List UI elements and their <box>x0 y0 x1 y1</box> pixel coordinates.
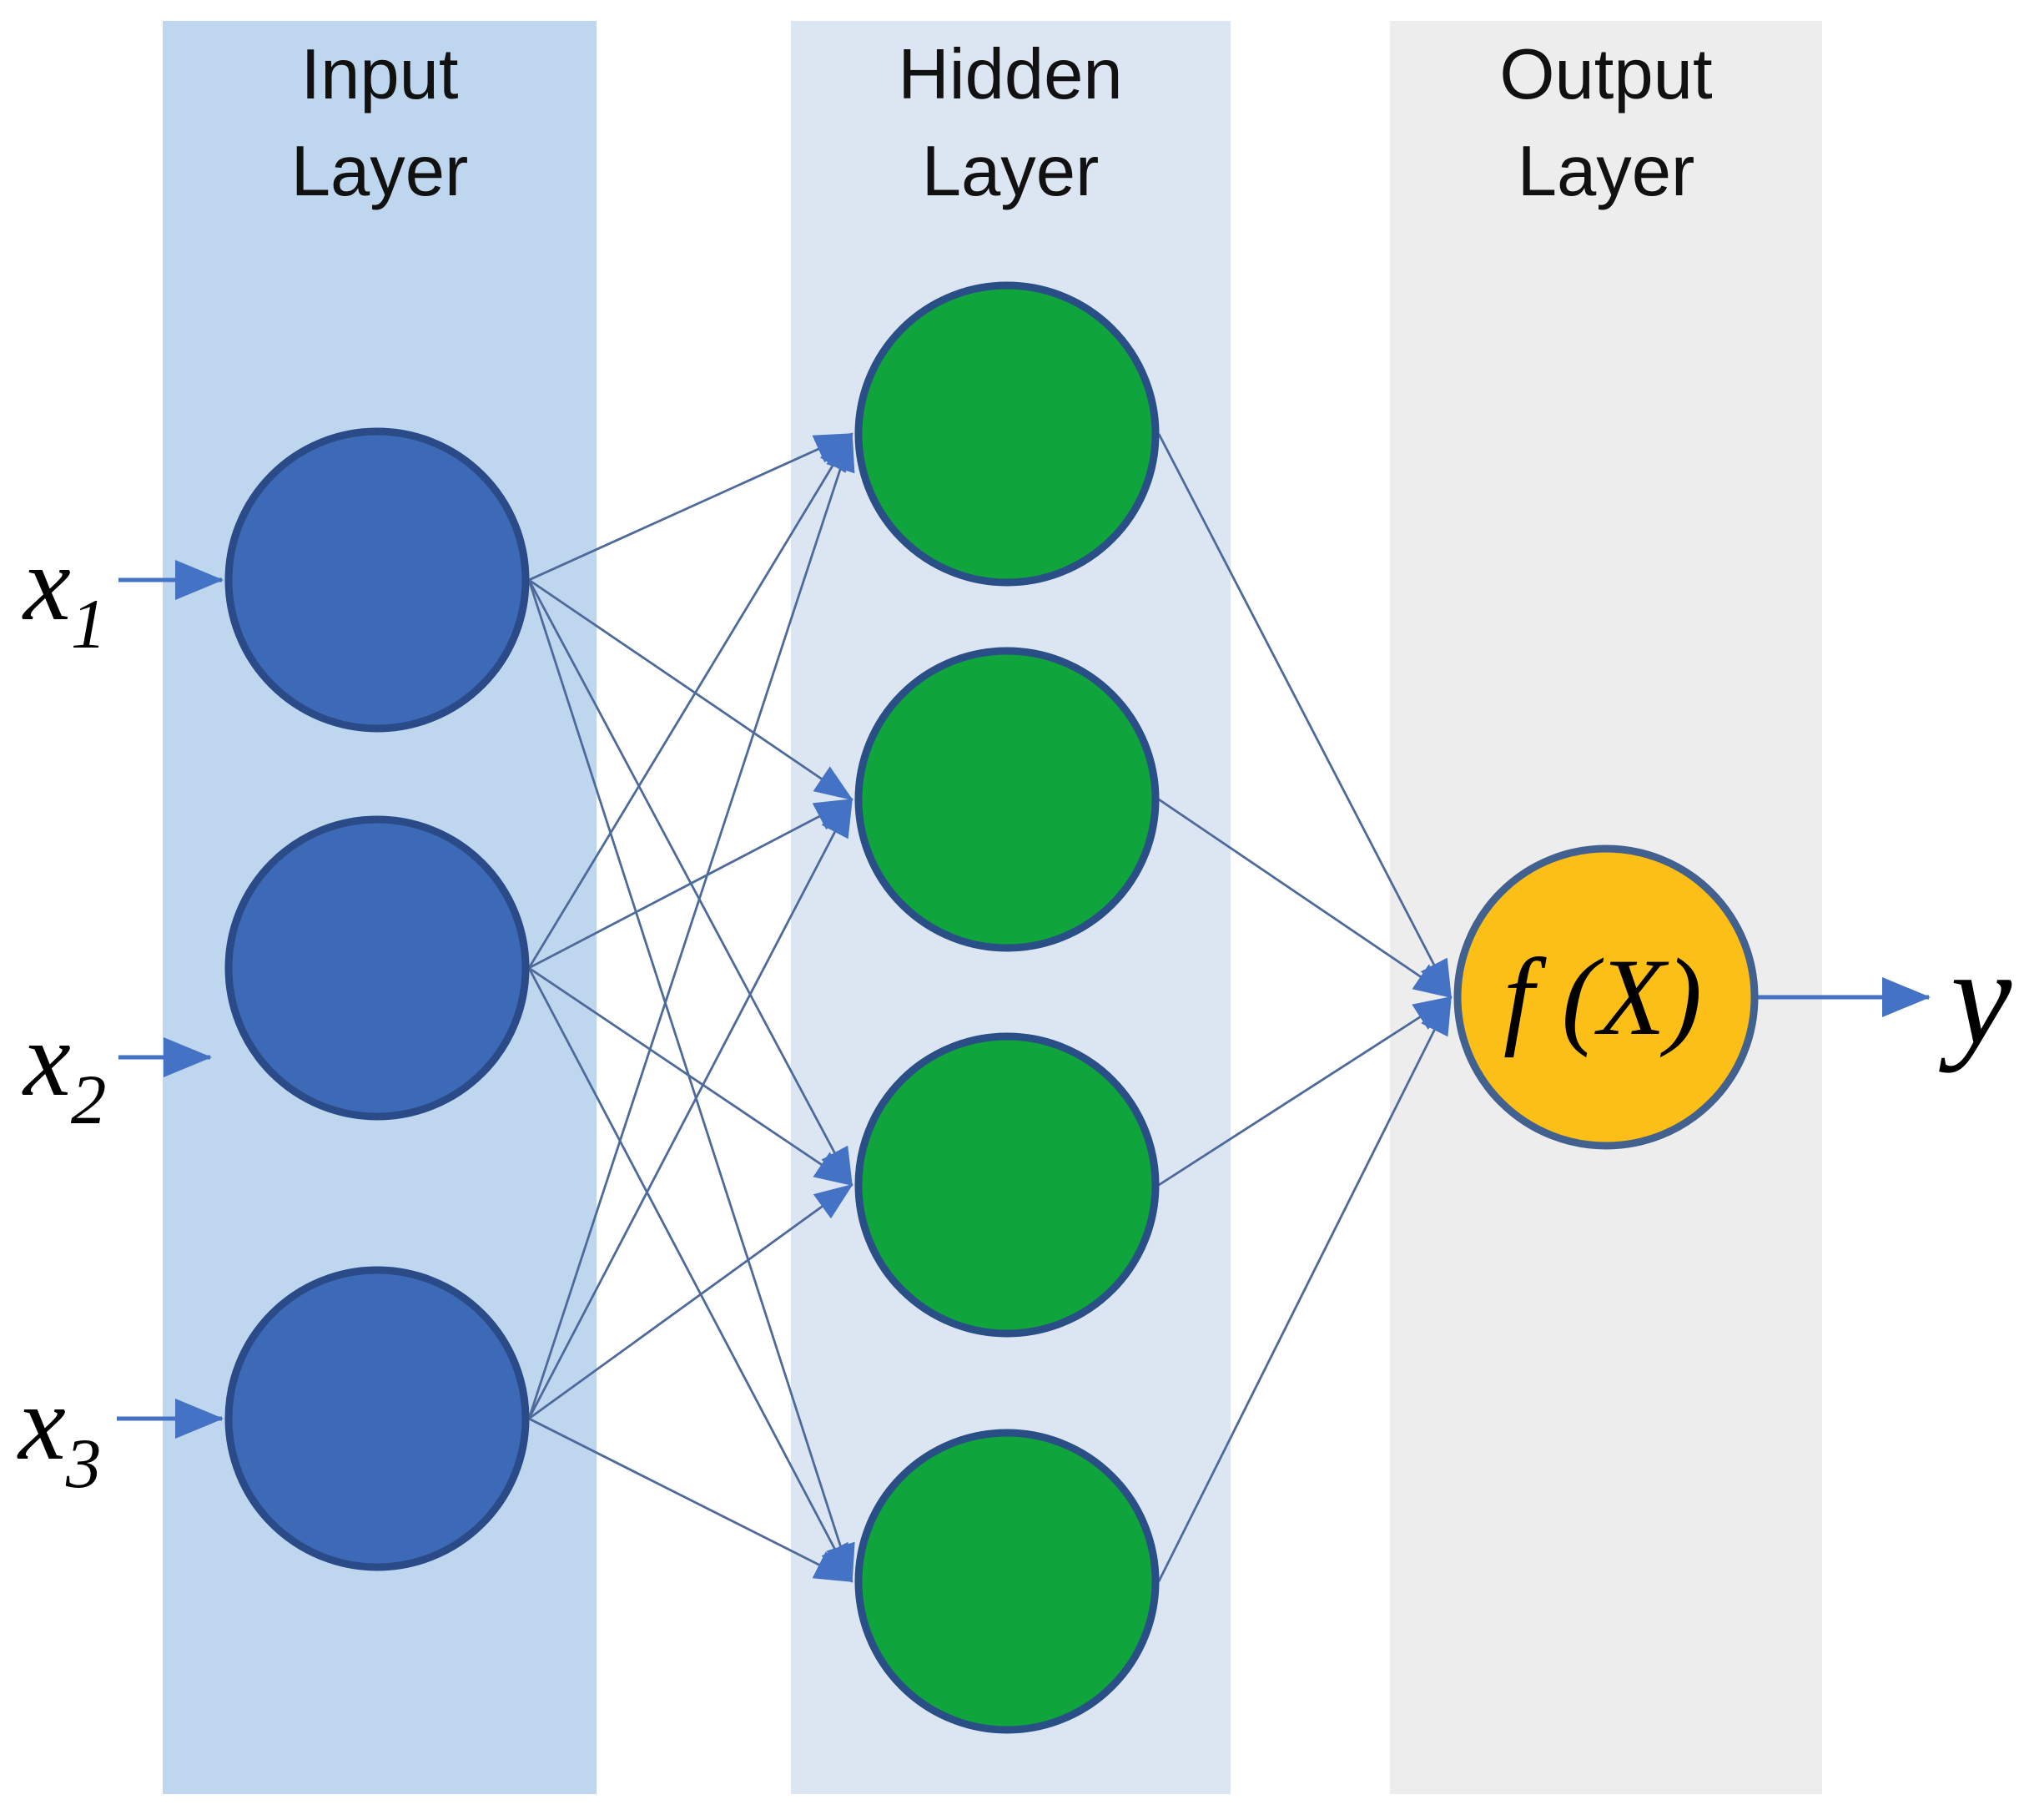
hidden-layer-title-line-1: Hidden <box>898 35 1122 114</box>
output-layer-node-1 <box>1453 844 1759 1150</box>
edge-i1-h1 <box>528 432 853 582</box>
edge-i1-h2 <box>528 578 853 801</box>
edge-i3-h4 <box>528 1417 853 1583</box>
output-layer-title-line-1: Output <box>1499 35 1712 114</box>
edge-i2-h3 <box>528 966 853 1187</box>
edge-h3-o1 <box>1158 996 1453 1187</box>
edge-h1-o1 <box>1157 433 1453 999</box>
edge-i3-h2 <box>527 798 853 1419</box>
input-label-x1: x1 <box>22 524 106 663</box>
output-label-y: y <box>1939 920 2012 1073</box>
input-label-x1-var: x <box>22 524 71 643</box>
hidden-layer-node-1 <box>854 281 1160 587</box>
input-label-x2-var: x <box>22 1000 71 1118</box>
input-layer-title-line-1: Input <box>300 35 458 114</box>
input-label-x3-subscript: 3 <box>65 1424 102 1503</box>
input-label-x1-subscript: 1 <box>71 585 107 663</box>
output-layer-title-line-2: Layer <box>1518 132 1695 211</box>
hidden-layer-title-line-2: Layer <box>922 132 1100 211</box>
hidden-layer-node-4 <box>854 1429 1160 1734</box>
edge-i2-h2 <box>528 798 853 970</box>
input-layer-node-2 <box>224 815 530 1121</box>
output-node-label: f (X) <box>1503 935 1702 1058</box>
input-layer-title-line-2: Layer <box>291 132 469 211</box>
edge-i2-h4 <box>527 967 853 1583</box>
edge-i1-h4 <box>527 579 855 1583</box>
hidden-layer-node-3 <box>854 1032 1160 1338</box>
hidden-layer-node-2 <box>854 647 1160 952</box>
edges-group <box>527 432 1453 1583</box>
input-label-x3: x3 <box>17 1364 101 1503</box>
edge-i3-h1 <box>527 432 855 1419</box>
input-label-x2: x2 <box>22 1000 106 1139</box>
edge-h2-o1 <box>1158 798 1453 999</box>
stub-arrows-group <box>117 560 1931 1439</box>
nodes-group: f (X) <box>224 281 1759 1734</box>
input-layer-node-1 <box>224 427 530 733</box>
input-label-x3-var: x <box>17 1364 66 1482</box>
input-label-x2-subscript: 2 <box>71 1061 107 1139</box>
edge-h4-o1 <box>1157 996 1453 1582</box>
input-layer-node-3 <box>224 1266 530 1571</box>
edge-i3-h3 <box>528 1183 853 1420</box>
edge-i2-h1 <box>527 432 853 969</box>
